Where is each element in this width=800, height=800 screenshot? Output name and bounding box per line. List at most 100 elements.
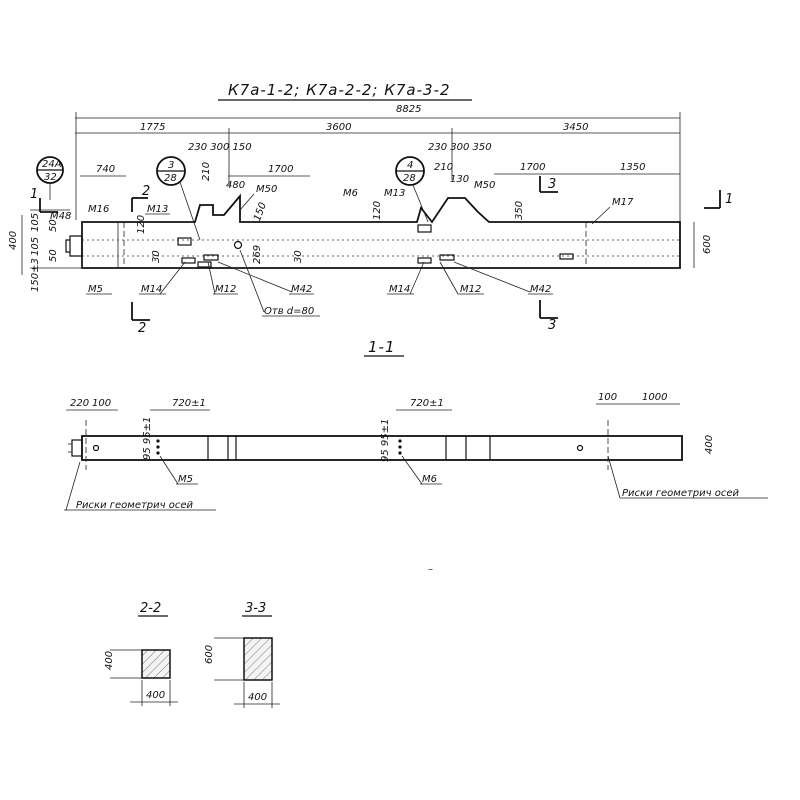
plan-note-right-leader <box>607 455 621 499</box>
mark-m12a-leader <box>207 261 216 295</box>
dim-30b: 30 <box>293 250 304 263</box>
overall-dimension-lines <box>75 112 681 222</box>
callout3-top: 4 <box>407 160 413 171</box>
mark-m42a: М42 <box>291 284 312 295</box>
dim-130: 130 <box>450 174 469 185</box>
plan-note-left: Риски геометрич осей <box>76 500 193 511</box>
plan-label: 1-1 <box>368 338 396 356</box>
mark-m14a: М14 <box>141 284 162 295</box>
plan-hole-right <box>576 444 584 452</box>
mark-m17-leader <box>591 206 611 225</box>
callout3-bottom: 28 <box>403 173 416 184</box>
mark-m42a-leader <box>217 261 293 293</box>
section-2-2-h: 400 <box>104 651 115 670</box>
section-2-2-w: 400 <box>146 690 165 701</box>
plate-m12a <box>203 254 219 261</box>
mark-m5: М5 <box>88 284 103 295</box>
dim-230-300-150: 230 300 150 <box>188 142 252 153</box>
section-marker-1-right <box>704 190 721 209</box>
dim-350: 350 <box>514 201 525 220</box>
plate-m14a <box>181 257 196 264</box>
section-1-right-label: 1 <box>725 192 733 207</box>
callout-3-28 <box>156 156 201 241</box>
callout2-top: 3 <box>168 160 174 171</box>
dim-269: 269 <box>252 245 263 264</box>
section-3-top-label: 3 <box>548 177 556 192</box>
mark-m50a-leader <box>239 193 255 211</box>
mark-m6: М6 <box>343 188 358 199</box>
dim-400-elev: 400 <box>8 231 19 250</box>
mark-m14b-leader <box>409 261 425 295</box>
dim-1775: 1775 <box>140 122 165 133</box>
beam-elevation-outline <box>81 193 681 269</box>
section-marker-1-left <box>39 198 58 213</box>
dim-210b: 210 <box>434 162 453 173</box>
section-3-bottom-label: 3 <box>548 318 556 333</box>
plan-note-right: Риски геометрич осей <box>622 488 739 499</box>
plate-bottom-a <box>197 261 212 268</box>
callout1-bottom: 32 <box>44 172 57 183</box>
dim-1700b: 1700 <box>520 162 545 173</box>
dim-50a: 50 <box>48 219 59 232</box>
section-marker-3-top <box>539 176 558 193</box>
plan-dim-720b: 720±1 <box>410 398 444 409</box>
plan-mark-m6: М6 <box>422 474 437 485</box>
plan-dim-220: 220 <box>70 398 89 409</box>
section-3-3-w: 400 <box>248 692 267 703</box>
stray-dash: – <box>428 564 433 575</box>
plan-note-left-leader <box>65 461 81 511</box>
dim-1350: 1350 <box>620 162 645 173</box>
dim-480: 480 <box>226 180 245 191</box>
section-1-left-label: 1 <box>30 187 38 202</box>
mark-m12b-leader <box>439 261 459 295</box>
callout2-bottom: 28 <box>164 173 177 184</box>
plate-m14b <box>417 257 432 264</box>
plan-dim-720a: 720±1 <box>172 398 206 409</box>
plan-mark-m6-leader <box>401 455 423 485</box>
section-2-2-label: 2-2 <box>140 601 161 616</box>
callout1-top: 24А <box>42 159 62 170</box>
callout-24a-32 <box>36 156 64 200</box>
mark-m42b-leader <box>453 261 531 293</box>
section-marker-2-bottom <box>131 302 150 321</box>
dim-740: 740 <box>96 164 115 175</box>
beam-plan-end-head <box>71 439 83 457</box>
dim-120a: 120 <box>136 215 147 234</box>
dim-105b: 105 <box>30 237 41 256</box>
plate-m13a <box>177 237 192 246</box>
plate-m13b <box>417 224 432 233</box>
section-3-3-shape <box>243 637 273 681</box>
dim-overall-8825: 8825 <box>396 104 421 115</box>
dim-210a: 210 <box>201 162 212 181</box>
section-marker-2-top <box>131 197 148 212</box>
section-3-3-label: 3-3 <box>245 601 266 616</box>
plan-mark-m5: М5 <box>178 474 193 485</box>
dim-30a: 30 <box>151 250 162 263</box>
mark-m17: М17 <box>612 197 634 208</box>
mark-m42b: М42 <box>530 284 551 295</box>
hole-note-leader <box>239 249 265 313</box>
section-marker-3-bottom <box>539 300 558 319</box>
plan-mark-m5-leader <box>159 455 179 485</box>
mark-m48: М48 <box>50 211 71 222</box>
mark-m50a: М50 <box>256 184 277 195</box>
plan-dim-100a: 100 <box>92 398 111 409</box>
plate-m12b <box>439 254 455 261</box>
section-2-2-shape <box>141 649 171 679</box>
dim-3450: 3450 <box>563 122 588 133</box>
hole-d80 <box>233 240 243 250</box>
mark-m50b: М50 <box>474 180 495 191</box>
plan-hole-left <box>92 444 100 452</box>
dim-150: 150 <box>252 201 269 223</box>
plan-dim-9595b: 95 95±1 <box>380 419 391 462</box>
dim-3600: 3600 <box>326 122 351 133</box>
section-3-3-h: 600 <box>204 645 215 664</box>
mark-m12b: М12 <box>460 284 481 295</box>
section-2-top-label: 2 <box>142 184 150 199</box>
plan-dim-9595a: 95 95±1 <box>142 417 153 460</box>
dim-120b: 120 <box>372 201 383 220</box>
dim-50b: 50 <box>48 249 59 262</box>
mark-m14a-leader <box>159 261 186 295</box>
mark-m13a: М13 <box>147 204 168 215</box>
